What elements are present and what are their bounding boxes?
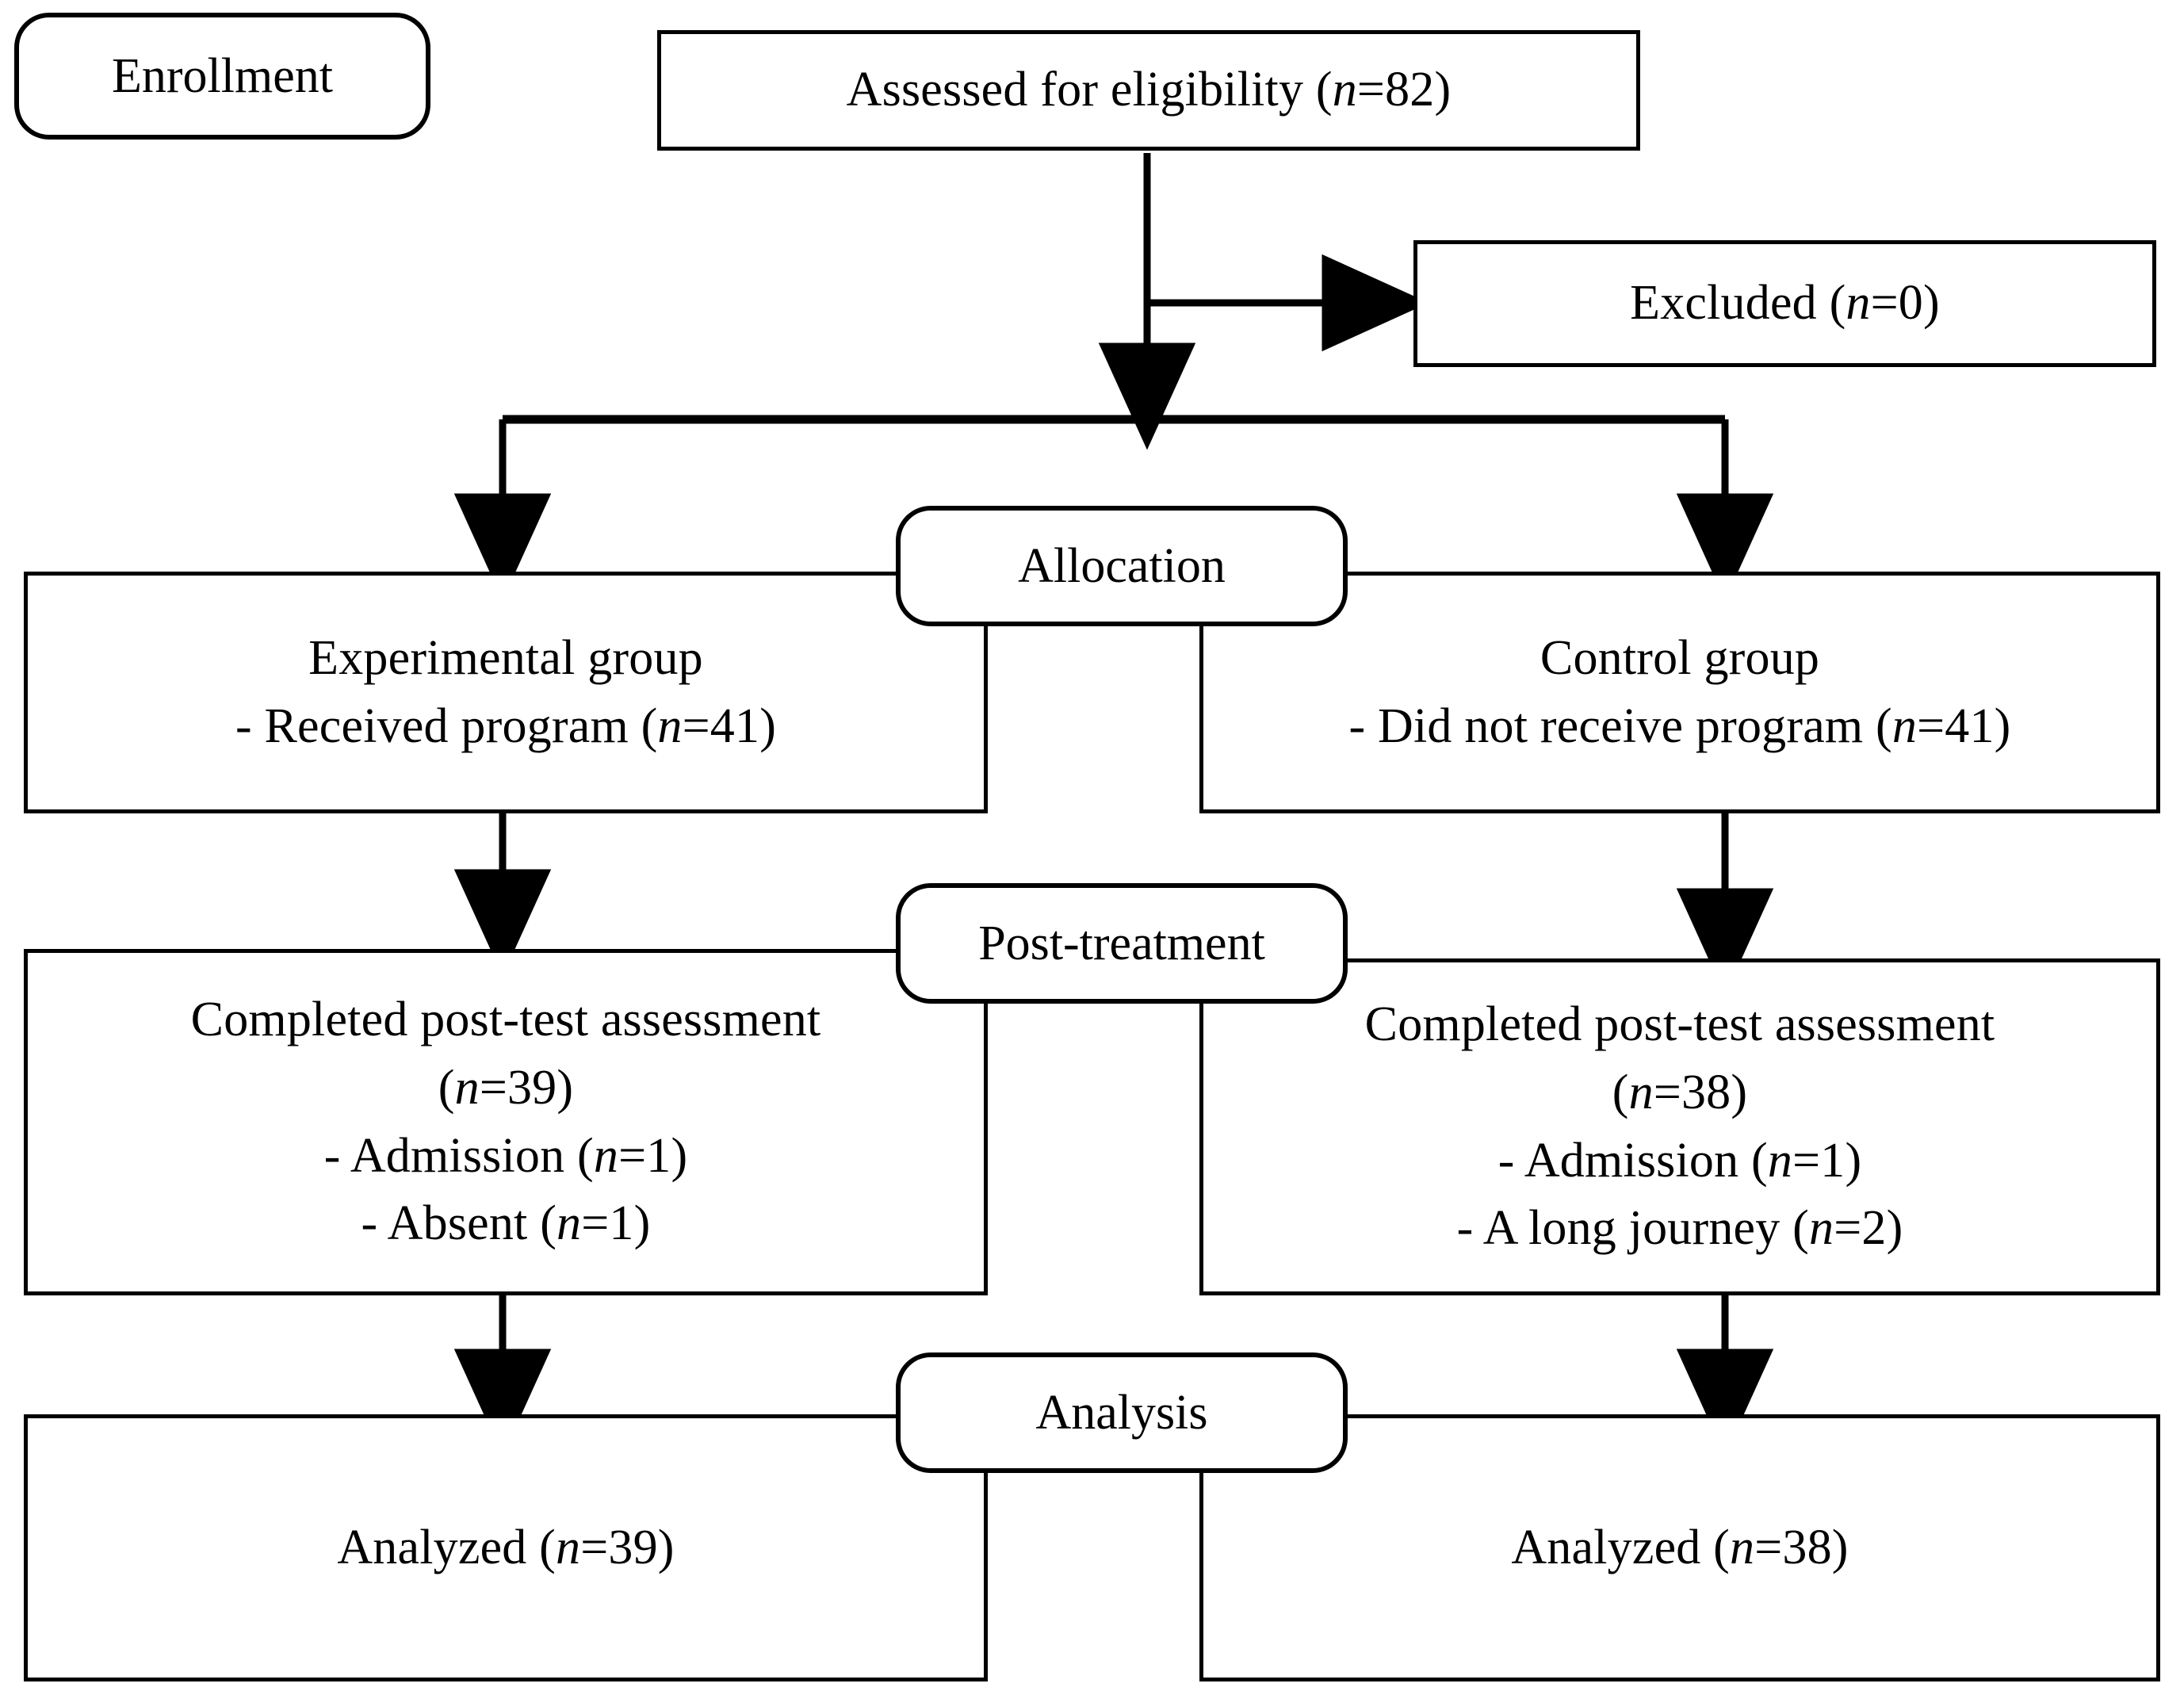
allocation-split-bar	[453, 415, 1774, 601]
node-experimental-analyzed[interactable]: Analyzed (n=39)	[24, 1414, 988, 1681]
stage-label-analysis: Analysis	[1035, 1385, 1208, 1440]
node-control-post-test[interactable]: Completed post-test assessment(n=38)- Ad…	[1199, 958, 2160, 1295]
stage-pill-allocation[interactable]: Allocation	[896, 506, 1348, 626]
stage-pill-analysis[interactable]: Analysis	[896, 1352, 1348, 1473]
stage-pill-enrollment[interactable]: Enrollment	[14, 13, 430, 140]
node-experimental-analyzed-text: Analyzed (n=39)	[337, 1520, 675, 1574]
node-excluded[interactable]: Excluded (n=0)	[1413, 240, 2156, 367]
node-control-analyzed-text: Analyzed (n=38)	[1511, 1520, 1849, 1574]
node-control-post-test-text: Completed post-test assessment(n=38)- Ad…	[1364, 997, 1995, 1256]
node-control-group[interactable]: Control group- Did not receive program (…	[1199, 572, 2160, 813]
node-control-group-text: Control group- Did not receive program (…	[1348, 630, 2011, 753]
node-experimental-post-test-text: Completed post-test assessment(n=39)- Ad…	[190, 993, 821, 1251]
stage-label-post-treatment: Post-treatment	[978, 916, 1265, 970]
node-experimental-group-text: Experimental group- Received program (n=…	[235, 630, 777, 753]
stage-pill-post-treatment[interactable]: Post-treatment	[896, 883, 1348, 1004]
node-excluded-text: Excluded (n=0)	[1630, 276, 1940, 331]
node-assessed-text: Assessed for eligibility (n=82)	[846, 63, 1452, 117]
node-experimental-post-test[interactable]: Completed post-test assessment(n=39)- Ad…	[24, 949, 988, 1295]
node-assessed-for-eligibility[interactable]: Assessed for eligibility (n=82)	[657, 30, 1640, 151]
stage-label-allocation: Allocation	[1018, 538, 1226, 593]
node-experimental-group[interactable]: Experimental group- Received program (n=…	[24, 572, 988, 813]
stage-label-enrollment: Enrollment	[112, 48, 333, 103]
